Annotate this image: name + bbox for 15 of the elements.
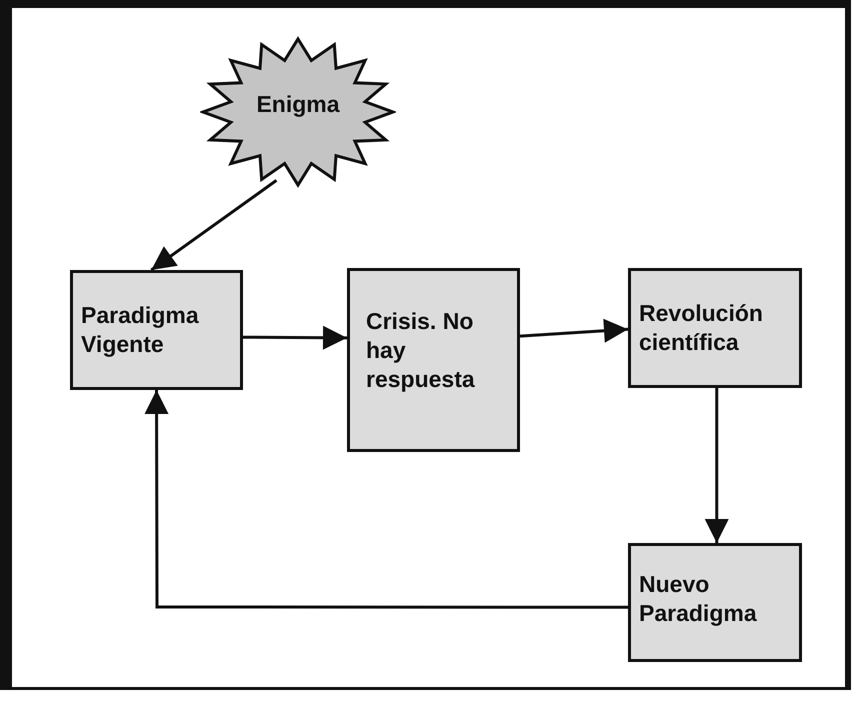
node-label: Nuevo Paradigma: [639, 570, 758, 628]
arrow: [144, 390, 628, 609]
arrow: [150, 179, 278, 272]
process-box: [347, 268, 520, 452]
arrow: [520, 318, 628, 343]
node-label: Enigma: [256, 90, 340, 118]
process-box: [628, 268, 802, 388]
arrow: [242, 326, 348, 350]
node-label: Crisis. No hay respuesta: [366, 307, 476, 394]
node-label: Paradigma Vigente: [81, 301, 200, 358]
process-box: [70, 270, 243, 390]
starburst-shape: [200, 36, 396, 188]
node-label: Revolución científica: [639, 299, 764, 356]
arrow: [704, 388, 729, 543]
process-box: [628, 543, 802, 662]
